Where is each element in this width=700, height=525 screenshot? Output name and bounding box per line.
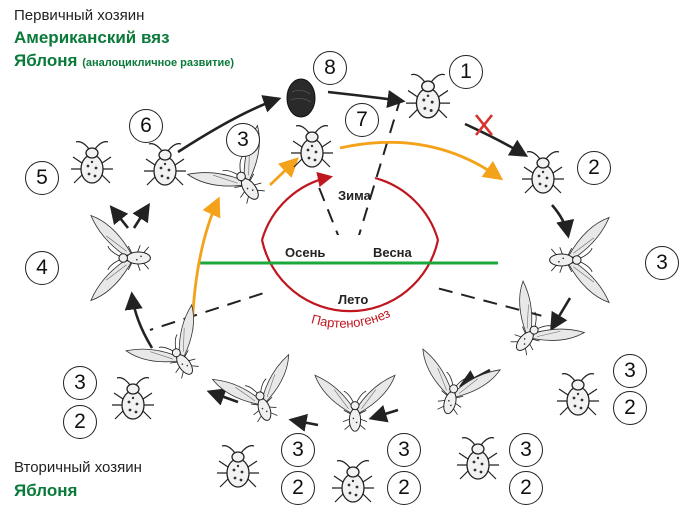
aphid-summer-wingless (111, 376, 155, 420)
aphid-spring-wingless (521, 150, 565, 194)
season-spring-label: Весна (373, 245, 412, 260)
egg (286, 78, 316, 118)
stage-number-badge: 3 (387, 433, 421, 467)
primary-host-caption: Первичный хозяин (14, 7, 145, 24)
aphid-summer-winged (125, 304, 225, 398)
aphid-summer-wingless (331, 459, 375, 503)
aphid-summer-winged (407, 348, 501, 425)
primary-host-apple-note: (аналоцикличное развитие) (82, 57, 235, 69)
aphid-spring-winged (549, 216, 610, 304)
aphid-summer-wingless (216, 444, 260, 488)
stage-number-badge: 2 (577, 151, 611, 185)
aphid-summer-wingless (556, 372, 600, 416)
aphid-sexupara (90, 214, 151, 302)
stage-number-badge: 2 (387, 471, 421, 505)
stage-number-badge: 3 (645, 246, 679, 280)
season-autumn-label: Осень (285, 245, 326, 260)
stage-number-badge: 8 (313, 51, 347, 85)
blocked-cross (474, 114, 494, 136)
stage-number-badge: 7 (345, 103, 379, 137)
secondary-host-caption: Вторичный хозяин (14, 459, 142, 476)
stage-number-badge: 1 (449, 55, 483, 89)
aphid-summer-winged (314, 374, 396, 432)
stage-number-badge: 3 (63, 366, 97, 400)
stage-number-badge: 2 (281, 471, 315, 505)
aphid-oviparous (290, 124, 334, 168)
stage-number-badge: 5 (25, 161, 59, 195)
stage-number-badge: 6 (129, 109, 163, 143)
migration-arrow-spring (339, 140, 504, 181)
stage-number-badge: 4 (25, 251, 59, 285)
stage-number-badge: 3 (281, 433, 315, 467)
stage-number-badge: 2 (613, 391, 647, 425)
stage-number-badge: 2 (509, 471, 543, 505)
season-summer-label: Лето (338, 292, 369, 307)
secondary-host-apple: Яблоня (14, 481, 78, 500)
cycle-arrows (109, 90, 575, 432)
stage-number-badge: 3 (509, 433, 543, 467)
stage-number-badge: 3 (613, 354, 647, 388)
migration-arrow-autumn (190, 196, 221, 331)
stage-number-badge: 2 (63, 405, 97, 439)
aphid-fundatrix (405, 73, 451, 119)
aphid-summer-winged (486, 280, 585, 376)
season-winter-label: Зима (338, 188, 371, 203)
stage-number-badge: 3 (226, 123, 260, 157)
primary-host-elm: Американский вяз (14, 28, 170, 47)
primary-host-apple: Яблоня (аналоцикличное развитие) (14, 51, 234, 71)
aphid-sexual-male (70, 140, 114, 184)
primary-host-apple-name: Яблоня (14, 51, 78, 70)
aphid-summer-wingless (456, 436, 500, 480)
